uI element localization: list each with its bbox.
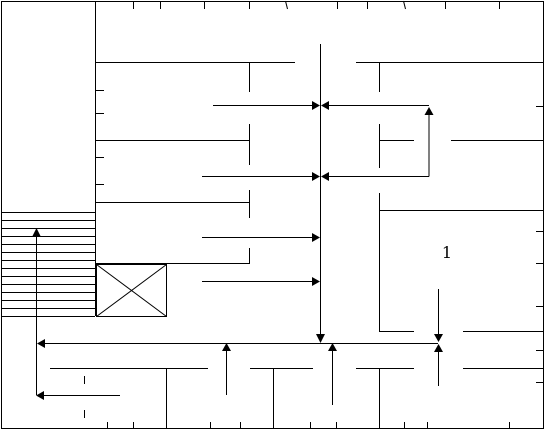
arrowhead-down [316, 334, 325, 343]
arrowhead-left [321, 172, 329, 181]
elevator-shaft [96, 264, 167, 317]
bottom-rooms [50, 368, 544, 429]
arrowhead-left [36, 391, 44, 400]
arrowhead-down [434, 334, 443, 342]
right-wall-ticks [536, 106, 544, 383]
top-wall-ticks [133, 0, 500, 10]
bottom-wall-ticks [107, 422, 510, 429]
arrowhead-left [321, 101, 329, 110]
arrowhead-up [434, 344, 443, 352]
arrowhead-right [312, 101, 320, 110]
arrowhead-up [222, 343, 231, 351]
evacuation-route [32, 44, 443, 405]
arrowhead-up [32, 228, 41, 237]
window-tick [403, 0, 406, 10]
arrowhead-up [424, 107, 434, 115]
left-column-rooms [95, 62, 295, 317]
arrowhead-left [37, 339, 45, 348]
arrowhead-up [328, 343, 337, 351]
arrowhead-right [312, 277, 320, 286]
right-column-rooms [356, 62, 544, 332]
staircase [1, 1, 96, 317]
arrowhead-right [312, 172, 320, 181]
elevator-cross [96, 264, 167, 317]
arrowhead-right [312, 233, 320, 242]
room-number-label: 1 [442, 243, 452, 262]
window-tick [285, 0, 288, 10]
elevator-box [96, 264, 167, 317]
